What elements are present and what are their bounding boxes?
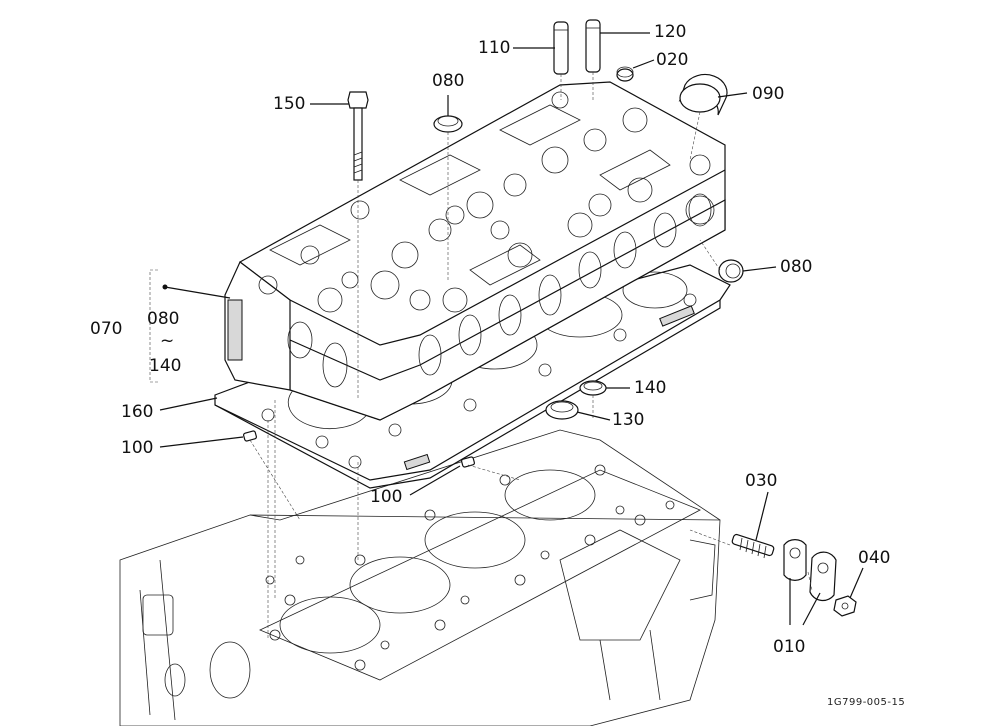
label-140-bracket: 140 xyxy=(149,356,182,376)
label-080-top: 080 xyxy=(432,71,465,91)
head-bolt-150 xyxy=(347,91,369,181)
dowel-pin-100-right xyxy=(461,456,475,468)
drawing-code: 1G799-005-15 xyxy=(827,697,906,708)
plug-020 xyxy=(616,66,634,82)
label-100-left: 100 xyxy=(121,438,154,458)
label-010: 010 xyxy=(773,637,806,657)
label-040: 040 xyxy=(858,548,891,568)
label-020: 020 xyxy=(656,50,689,70)
valve-guide-110 xyxy=(553,21,569,75)
label-080-bracket: 080 xyxy=(147,309,180,329)
cap-090 xyxy=(678,73,728,116)
label-tilde: ~ xyxy=(160,331,175,351)
label-120: 120 xyxy=(654,22,687,42)
seal-080-right xyxy=(718,259,744,283)
label-030: 030 xyxy=(745,471,778,491)
label-070: 070 xyxy=(90,319,123,339)
label-110: 110 xyxy=(478,38,511,58)
cylinder-head xyxy=(224,81,726,421)
label-090: 090 xyxy=(752,84,785,104)
seal-080-top xyxy=(433,115,463,133)
dowel-pin-100-left xyxy=(243,430,257,442)
label-160: 160 xyxy=(121,402,154,422)
label-150: 150 xyxy=(273,94,306,114)
hanger-plate-010 xyxy=(783,539,837,602)
nut-040 xyxy=(833,595,857,617)
seal-140-right xyxy=(579,380,607,396)
phantom-lines xyxy=(249,72,813,640)
label-100-bottom: 100 xyxy=(370,487,403,507)
leader-lines xyxy=(159,32,864,626)
stud-030 xyxy=(731,533,775,559)
label-140-right: 140 xyxy=(634,378,667,398)
valve-guide-120 xyxy=(585,19,601,73)
label-130: 130 xyxy=(612,410,645,430)
cylinder-block xyxy=(119,429,721,726)
ring-130 xyxy=(545,400,579,420)
label-080-right: 080 xyxy=(780,257,813,277)
